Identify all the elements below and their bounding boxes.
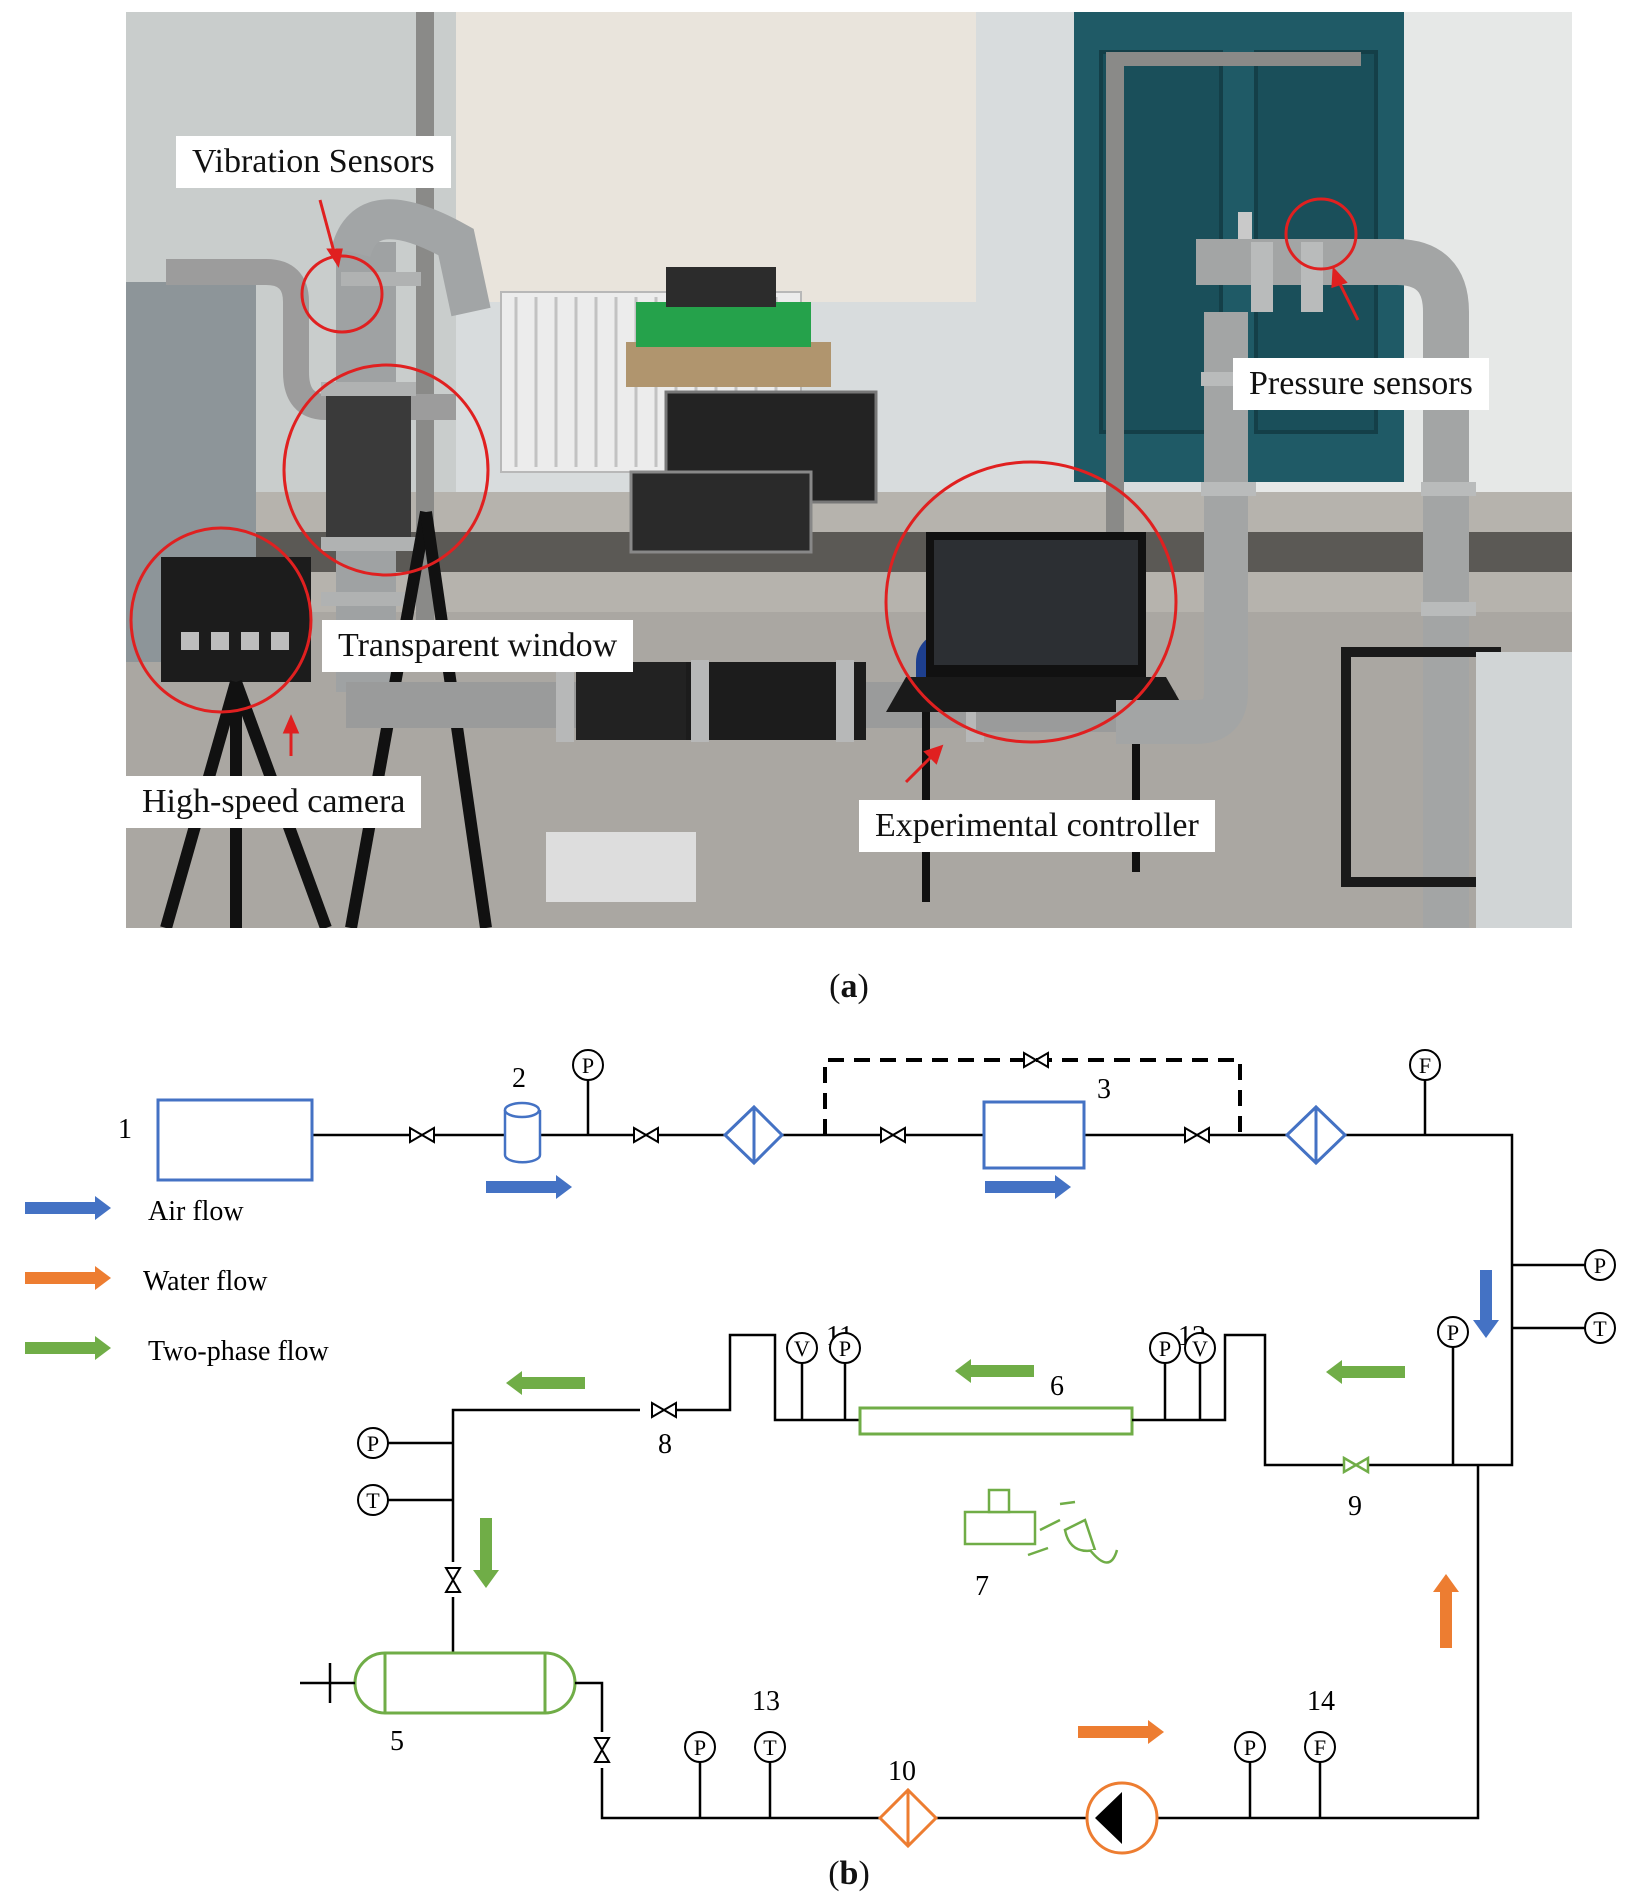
pressure-gauge-icon: P [357,1427,389,1459]
water-filter-icon [877,1787,939,1849]
caption-a-letter: a [840,968,858,1005]
component-number-2: 2 [512,1063,526,1094]
pressure-gauge-icon: P [1437,1316,1469,1348]
two-phase-flow-arrow [955,1359,1034,1383]
air-dryer [982,1100,1086,1170]
component-number-1: 1 [118,1114,132,1145]
two-phase-flow-arrow [473,1518,499,1588]
bypass-valve-icon [1023,1052,1049,1068]
pressure-gauge-icon: P [684,1731,716,1763]
pressure-gauge-icon: P [572,1049,604,1081]
high-speed-camera-icon [963,1488,1119,1564]
transparent-window-label: Transparent window [322,620,634,672]
legend-two-phase-label: Two-phase flow [148,1336,330,1367]
two-phase-flow-arrow [506,1371,585,1395]
air-flow-arrow [985,1175,1071,1199]
component-number-8: 8 [658,1429,672,1460]
water-flow-arrow [1078,1720,1164,1744]
svg-text:P: P [1594,1253,1606,1278]
legend-air-arrow [25,1196,111,1220]
high-speed-camera-label: High-speed camera [126,776,422,828]
svg-text:P: P [839,1336,851,1361]
valve-icon [409,1127,435,1143]
flow-meter-icon: F [1409,1049,1441,1081]
caption-b-letter: b [839,1855,859,1892]
air-flow-arrow [486,1175,572,1199]
svg-text:F: F [1419,1053,1431,1078]
svg-text:F: F [1314,1735,1326,1760]
flow-loop-schematic: 1 2 3 P F P T Air [25,1049,1616,1860]
valve-icon [880,1127,906,1143]
svg-text:P: P [367,1431,379,1456]
component-number-6: 6 [1050,1371,1064,1402]
svg-text:P: P [1447,1320,1459,1345]
svg-text:P: P [694,1735,706,1760]
temperature-gauge-icon: T [357,1484,389,1516]
component-number-4: 4 [1114,1859,1128,1860]
air-compressor [156,1098,314,1182]
valve-icon [1184,1127,1210,1143]
svg-text:V: V [794,1336,810,1361]
legend-water-label: Water flow [143,1266,268,1297]
svg-text:P: P [582,1053,594,1078]
air-flow-arrow [1473,1270,1499,1338]
caption-b: (b) [828,1855,870,1892]
water-flow-arrow [1433,1574,1459,1648]
svg-text:P: P [1159,1336,1171,1361]
air-filter-icon [1284,1104,1348,1166]
svg-text:T: T [1593,1316,1607,1341]
component-number-14: 14 [1307,1686,1335,1717]
svg-text:P: P [1244,1735,1256,1760]
temperature-gauge-icon: T [754,1731,786,1763]
test-section [858,1406,1134,1436]
svg-text:V: V [1192,1336,1208,1361]
air-filter-icon [722,1104,785,1166]
air-line [312,1080,1585,1467]
pressure-gauge-icon: P [1584,1249,1616,1281]
valve-9-icon [1342,1455,1370,1475]
valve-icon [445,1567,461,1593]
component-number-13: 13 [752,1686,780,1717]
component-number-10: 10 [888,1756,916,1787]
legend-two-phase-arrow [25,1336,111,1360]
experimental-controller-label: Experimental controller [859,800,1215,852]
component-number-7: 7 [975,1571,989,1602]
svg-text:T: T [763,1735,777,1760]
vibration-sensor-icon: V [1184,1332,1216,1364]
pressure-gauge-icon: P [1234,1731,1266,1763]
pressure-sensors-label: Pressure sensors [1233,358,1489,410]
bypass-line [823,1058,1242,1135]
caption-a: (a) [829,968,869,1005]
gas-liquid-separator [353,1651,577,1715]
legend: Air flow Water flow Two-phase flow [25,1196,330,1367]
vibration-sensors-label: Vibration Sensors [176,136,451,188]
pressure-gauge-icon: P [829,1332,861,1364]
water-pump-icon [1085,1781,1159,1855]
valve-icon [594,1737,610,1763]
two-phase-flow-arrow [1326,1360,1405,1384]
valve-icon [651,1402,677,1418]
pressure-gauge-icon: P [1149,1332,1181,1364]
valve-icon [633,1127,659,1143]
flow-meter-icon: F [1304,1731,1336,1763]
vibration-sensor-icon: V [786,1332,818,1364]
legend-air-label: Air flow [148,1196,244,1227]
temperature-gauge-icon: T [1584,1312,1616,1344]
water-line [300,1465,1480,1820]
component-number-9: 9 [1348,1491,1362,1522]
component-number-3: 3 [1097,1074,1111,1105]
svg-text:T: T [366,1488,380,1513]
legend-water-arrow [25,1266,111,1290]
component-number-5: 5 [390,1726,404,1757]
air-tank [503,1101,542,1164]
